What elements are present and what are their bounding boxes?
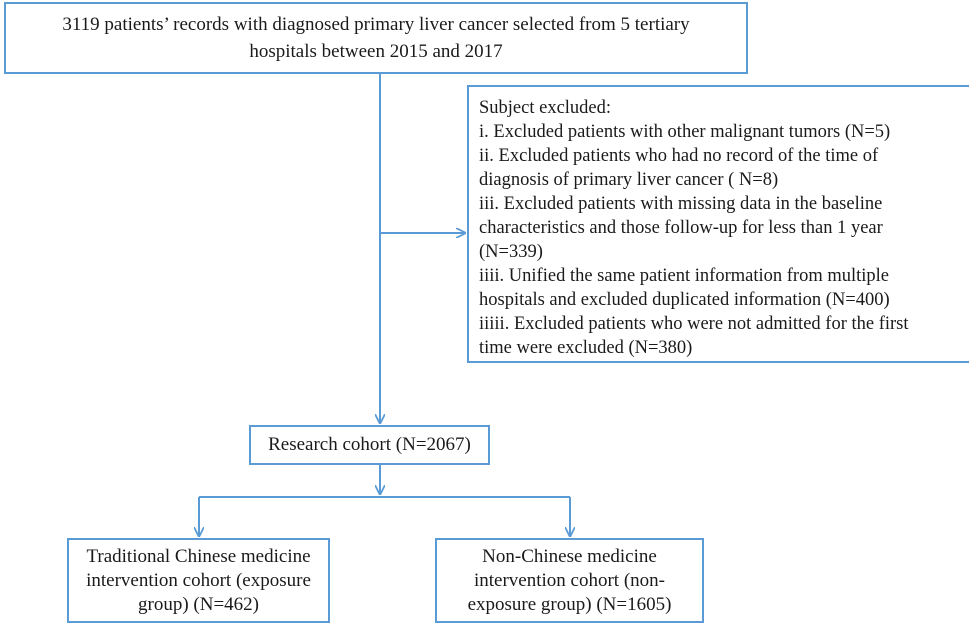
tcm-label-line: group) (N=462)	[138, 593, 259, 615]
source-text-line-1: 3119 patients’ records with diagnosed pr…	[62, 14, 690, 35]
exclusion-line: diagnosis of primary liver cancer ( N=8)	[479, 170, 779, 190]
exclusion-line: iiii. Unified the same patient informati…	[479, 266, 889, 286]
exclusion-line: characteristics and those follow-up for …	[479, 218, 883, 238]
exclusion-line: hospitals and excluded duplicated inform…	[479, 290, 890, 310]
tcm-exposure-cohort-box: Traditional Chinese medicine interventio…	[67, 538, 330, 623]
tcm-label-line: intervention cohort (exposure	[86, 569, 311, 591]
tcm-label-line: Traditional Chinese medicine	[86, 545, 311, 567]
non-tcm-label-line: intervention cohort (non-	[473, 569, 665, 591]
non-tcm-label-line: Non-Chinese medicine	[482, 545, 657, 567]
exclusion-line: iii. Excluded patients with missing data…	[479, 194, 883, 214]
exclusion-line: i. Excluded patients with other malignan…	[479, 122, 891, 142]
research-cohort-label: Research cohort (N=2067)	[268, 434, 471, 455]
exclusion-heading: Subject excluded:	[479, 98, 612, 118]
source-text-line-2: hospitals between 2015 and 2017	[249, 41, 503, 62]
exclusion-line: iiiii. Excluded patients who were not ad…	[479, 314, 909, 334]
exclusion-criteria-box: Subject excluded: i. Excluded patients w…	[467, 85, 969, 363]
research-cohort-box: Research cohort (N=2067)	[249, 425, 490, 465]
exclusion-line: time were excluded (N=380)	[479, 338, 693, 358]
source-records-box: 3119 patients’ records with diagnosed pr…	[4, 2, 748, 74]
non-tcm-cohort-box: Non-Chinese medicine intervention cohort…	[435, 538, 704, 623]
non-tcm-label-line: exposure group) (N=1605)	[467, 593, 672, 615]
exclusion-line: (N=339)	[479, 242, 543, 262]
exclusion-line: ii. Excluded patients who had no record …	[479, 146, 879, 166]
